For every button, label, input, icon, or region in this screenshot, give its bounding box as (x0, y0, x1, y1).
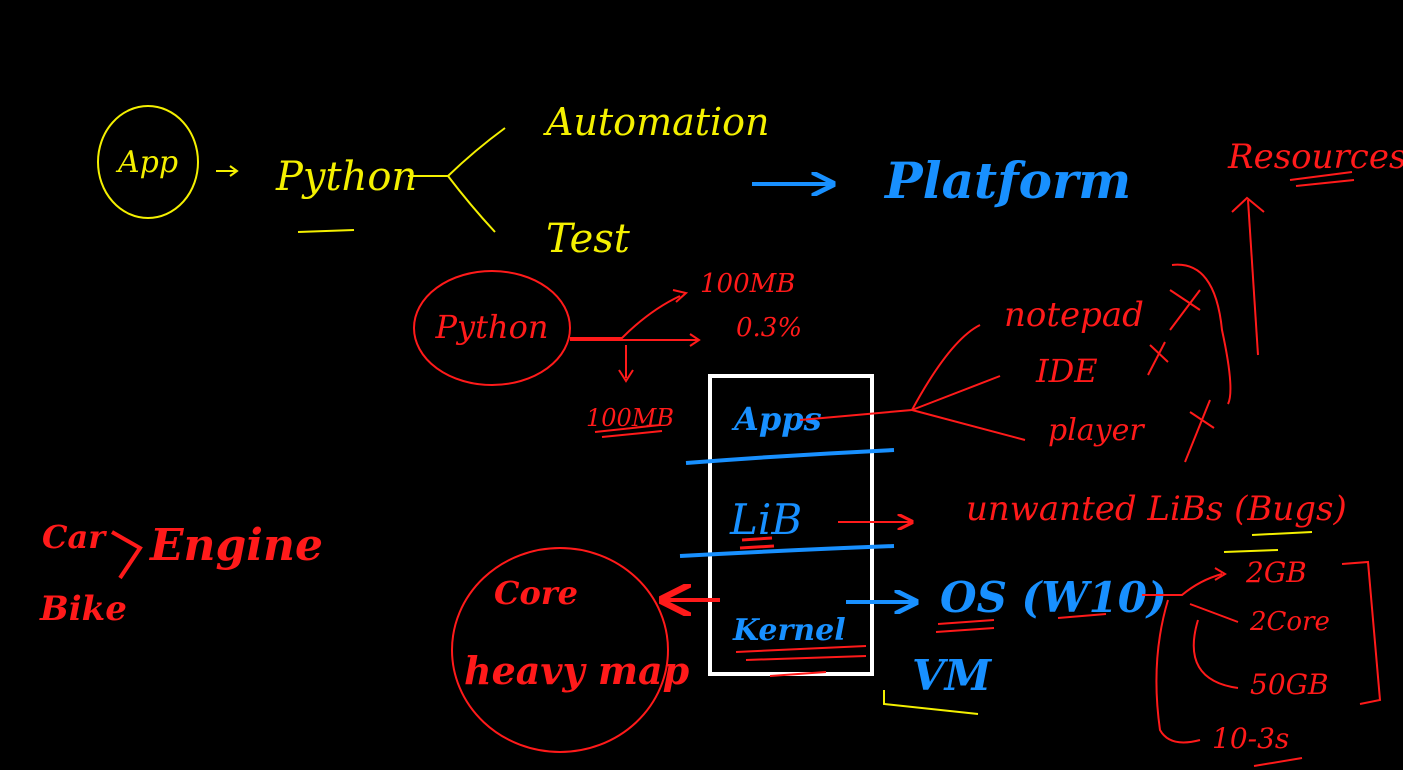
os-resources-group (1142, 560, 1382, 767)
os-item-10-3s: 10-3s (1212, 722, 1289, 755)
python-node-circle (413, 270, 571, 386)
app-circle (97, 105, 199, 219)
car-label: Car (42, 518, 107, 556)
app-label: App (115, 145, 178, 180)
ide-label: IDE (1035, 352, 1098, 390)
branch-percent: 0.3% (736, 313, 802, 343)
to-notepad (911, 324, 981, 411)
core-label: Core (494, 574, 578, 612)
lib-red-underline (739, 536, 775, 550)
player-label: player (1048, 413, 1145, 448)
resources-underline (1231, 171, 1355, 356)
python-underline (297, 229, 355, 233)
stack-lib-label: LiB (729, 495, 802, 544)
python-label: Python (275, 154, 417, 200)
bike-label: Bike (39, 589, 127, 629)
branch-100mb-down: 100MB (586, 404, 674, 432)
notepad-label: notepad (1004, 295, 1144, 335)
os-item-2gb: 2GB (1245, 556, 1307, 589)
kernel-red-underline (735, 645, 867, 677)
down-100mb-underline (594, 424, 661, 433)
resources-label: Resources (1227, 137, 1403, 177)
stack-kernel-label: Kernel (732, 613, 846, 648)
os-item-2core: 2Core (1249, 607, 1330, 637)
python-node-group (413, 270, 701, 438)
python-node-label: Python (435, 308, 549, 346)
stack-dividers (679, 448, 895, 558)
test-label: Test (546, 216, 631, 262)
to-ide (911, 375, 1001, 411)
vm-label: VM (912, 651, 993, 700)
player-x (1184, 399, 1215, 463)
os-red-underline (935, 613, 1107, 633)
platform-label: Platform (883, 151, 1131, 210)
top-yellow-group (97, 105, 506, 233)
bugs-yellow-underline (1251, 531, 1313, 536)
os-item-50gb: 50GB (1250, 668, 1329, 701)
2gb-yellow-underline (1223, 549, 1279, 553)
notepad-x (1169, 289, 1201, 331)
car-bike-bracket (111, 530, 143, 580)
branch-to-automation (447, 127, 506, 177)
python-to-100mb-arrow (570, 295, 681, 339)
branch-100mb-top: 100MB (700, 269, 795, 299)
core-heavy-circle (451, 547, 669, 753)
engine-label: Engine (148, 520, 323, 571)
vm-yellow-marks (883, 690, 979, 715)
apps-bracket (1171, 263, 1232, 405)
lib-note: unwanted LiBs (Bugs) (966, 489, 1347, 529)
to-player (911, 409, 1026, 441)
automation-label: Automation (543, 100, 770, 144)
resources-up-arrow (1247, 199, 1259, 356)
branch-to-test (447, 175, 496, 233)
apps-branch-group (799, 263, 1232, 463)
heavy-map-label: heavy map (464, 648, 690, 693)
os-label: OS (W10) (940, 573, 1167, 622)
ide-x (1147, 341, 1169, 376)
